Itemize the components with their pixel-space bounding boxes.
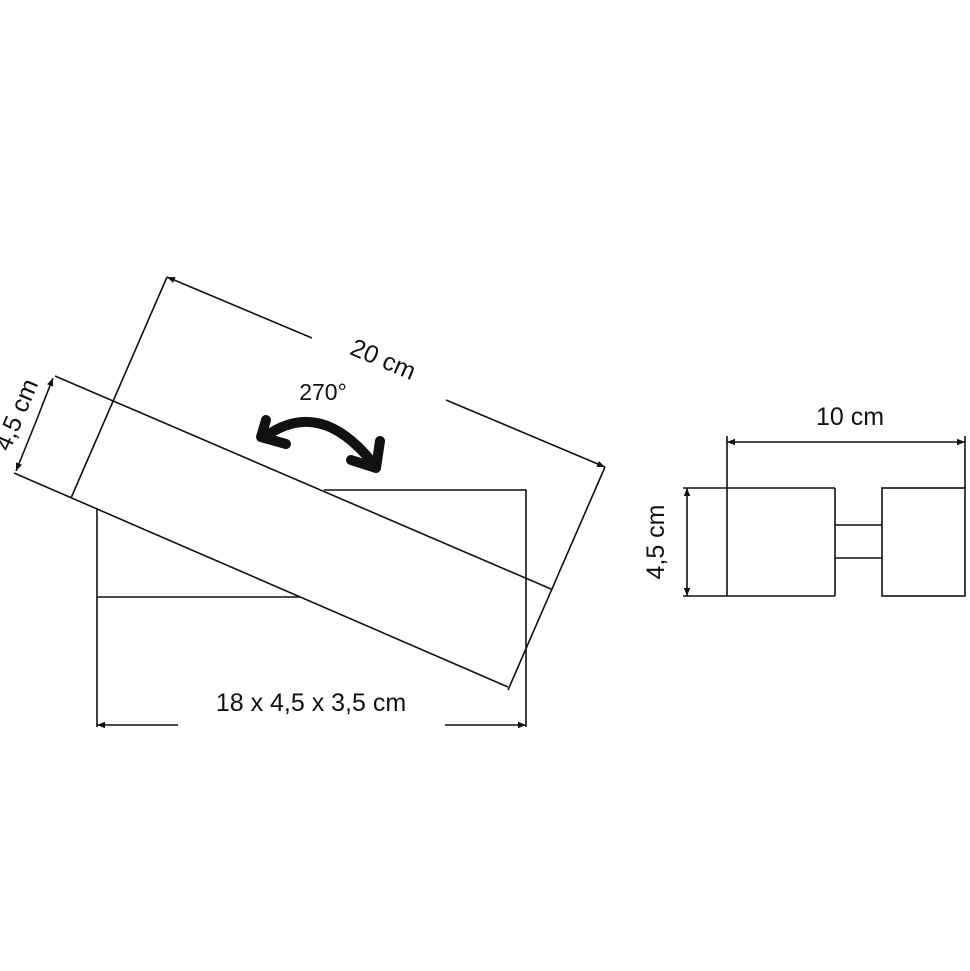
- front-outline: [683, 487, 966, 597]
- length-dimension: 20 cm: [70, 276, 606, 691]
- front-view: 10 cm 4,5 cm: [642, 403, 966, 597]
- width-label: 10 cm: [816, 403, 884, 431]
- rotated-lamp-body: [13, 375, 552, 688]
- height-dimension-rotated: 4,5 cm: [0, 375, 54, 472]
- length-label: 20 cm: [346, 333, 420, 385]
- rotation-label: 270°: [299, 379, 347, 405]
- height-label: 4,5 cm: [642, 504, 670, 579]
- rotation-arrow-icon: 270°: [256, 379, 385, 473]
- width-dimension: 10 cm: [726, 403, 966, 596]
- height-dimension: 4,5 cm: [642, 488, 691, 596]
- base-dimension: 18 x 4,5 x 3,5 cm: [97, 689, 526, 729]
- side-view: 20 cm 4,5 cm 270° 18 x 4,5 x 3,5 cm: [0, 276, 606, 729]
- height-label-rotated: 4,5 cm: [0, 375, 44, 455]
- base-label: 18 x 4,5 x 3,5 cm: [216, 689, 406, 717]
